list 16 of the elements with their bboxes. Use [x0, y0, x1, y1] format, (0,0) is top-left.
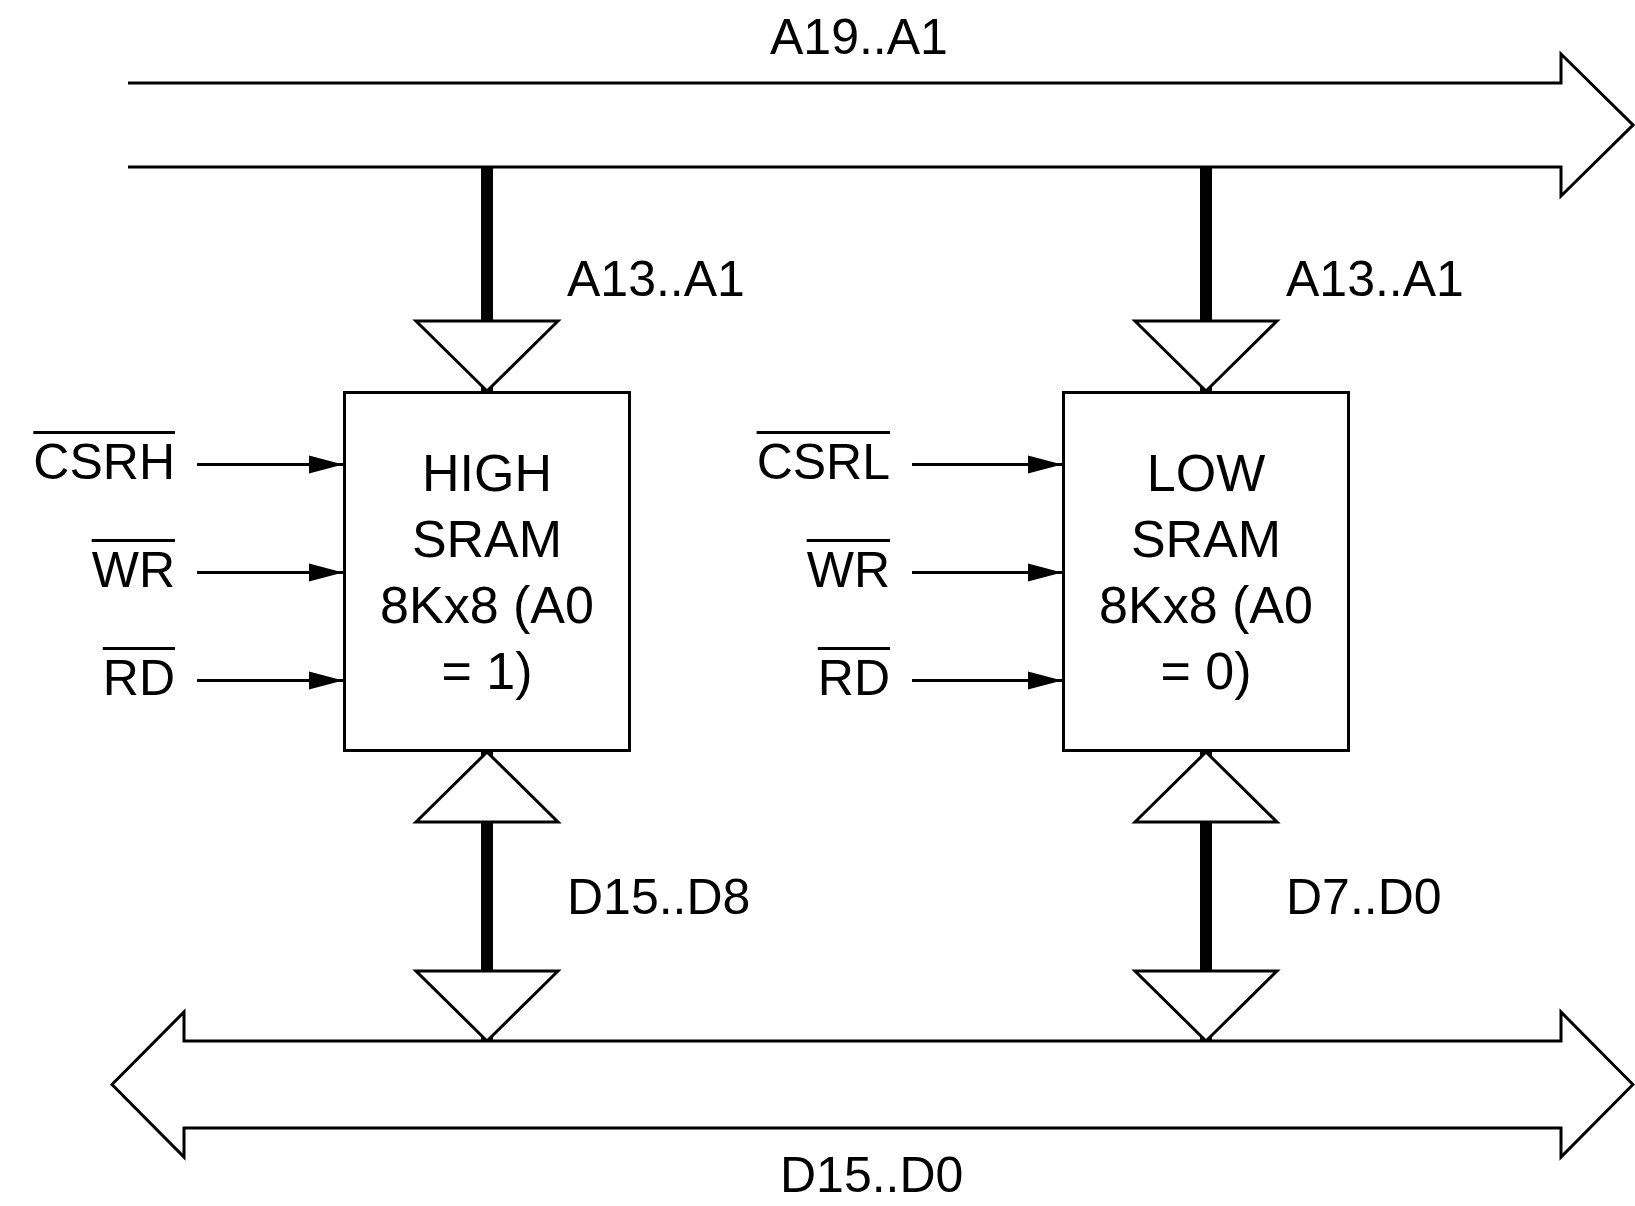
- arrow: [197, 455, 343, 474]
- signal-label: CSRH: [10, 437, 175, 492]
- signal-label: WR: [780, 545, 890, 600]
- arrow: [197, 563, 343, 582]
- arrow: [197, 671, 343, 690]
- bus-label: D15..D0: [780, 1150, 964, 1200]
- memory-block: LOW SRAM 8Kx8 (A0 = 0): [1062, 391, 1350, 752]
- arrow: [912, 455, 1062, 474]
- signal-label: RD: [780, 653, 890, 708]
- signal-label: WR: [60, 545, 175, 600]
- signal-label: CSRL: [730, 437, 890, 492]
- memory-block: HIGH SRAM 8Kx8 (A0 = 1): [343, 391, 631, 752]
- bus-label: A19..A1: [770, 12, 948, 62]
- arrow: [912, 671, 1062, 690]
- arrow: [912, 563, 1062, 582]
- signal-label: RD: [60, 653, 175, 708]
